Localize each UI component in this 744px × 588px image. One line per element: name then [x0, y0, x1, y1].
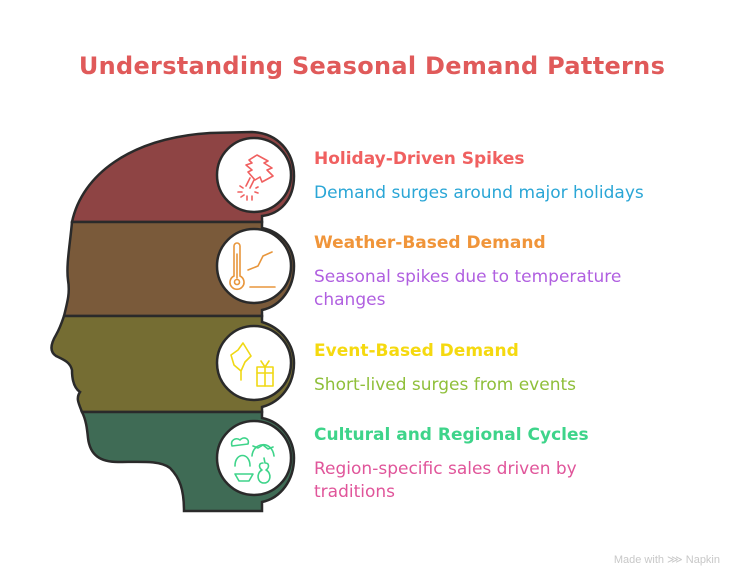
item-heading: Event-Based Demand	[314, 341, 519, 361]
item-weather: Weather-Based Demand Seasonal spikes due…	[314, 232, 714, 312]
item-holiday: Holiday-Driven Spikes Demand surges arou…	[314, 148, 714, 205]
item-description: Demand surges around major holidays	[314, 183, 644, 203]
icon-circle-cultural	[215, 419, 293, 497]
icon-circle-event	[215, 324, 293, 402]
item-description: Seasonal spikes due to temperature chang…	[314, 267, 622, 310]
landscape-culture-icon	[230, 437, 275, 484]
page-title: Understanding Seasonal Demand Patterns	[78, 52, 666, 80]
icon-circle-holiday	[215, 136, 293, 214]
item-cultural: Cultural and Regional Cycles Region-spec…	[314, 424, 714, 504]
item-heading: Weather-Based Demand	[314, 233, 546, 253]
item-description: Short-lived surges from events	[314, 375, 576, 395]
christmas-tree-icon	[237, 154, 274, 201]
icon-circle-weather	[215, 227, 293, 305]
item-event: Event-Based Demand Short-lived surges fr…	[314, 340, 714, 397]
thermometer-trend-icon	[229, 242, 276, 291]
item-heading: Holiday-Driven Spikes	[314, 149, 525, 169]
party-gift-icon	[230, 342, 274, 387]
napkin-watermark: Made with ⋙ Napkin	[613, 554, 720, 566]
item-heading: Cultural and Regional Cycles	[314, 425, 589, 445]
item-description: Region-specific sales driven by traditio…	[314, 459, 577, 502]
